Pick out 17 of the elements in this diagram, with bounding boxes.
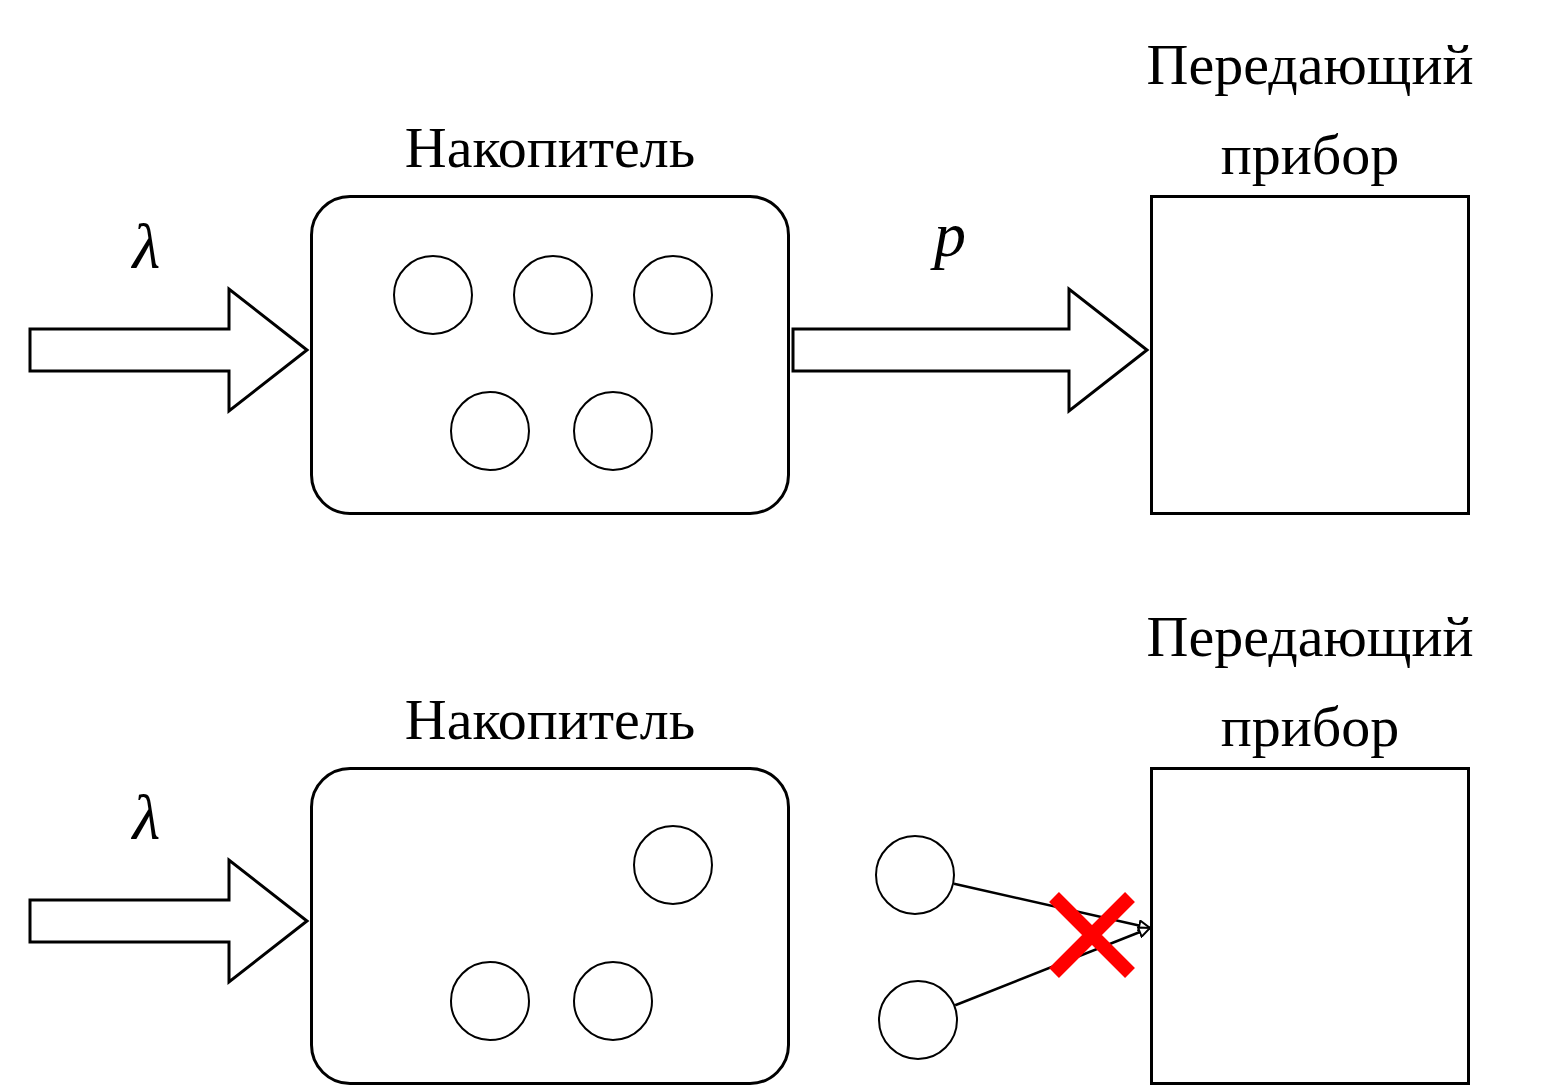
block-arrow bbox=[28, 285, 310, 415]
circle bbox=[450, 391, 530, 471]
node-heading: Передающий прибор bbox=[1145, 31, 1475, 189]
circle bbox=[450, 961, 530, 1041]
circle bbox=[875, 835, 955, 915]
circle bbox=[393, 255, 473, 335]
circle bbox=[573, 391, 653, 471]
circle bbox=[878, 980, 958, 1060]
circle bbox=[573, 961, 653, 1041]
circle bbox=[513, 255, 593, 335]
circle bbox=[633, 825, 713, 905]
node-heading: Накопитель bbox=[403, 688, 697, 752]
block-arrow bbox=[28, 856, 310, 986]
circle bbox=[633, 255, 713, 335]
node-heading: Передающий прибор bbox=[1145, 603, 1475, 761]
node-heading: Накопитель bbox=[403, 116, 697, 180]
block-arrow bbox=[791, 285, 1150, 415]
